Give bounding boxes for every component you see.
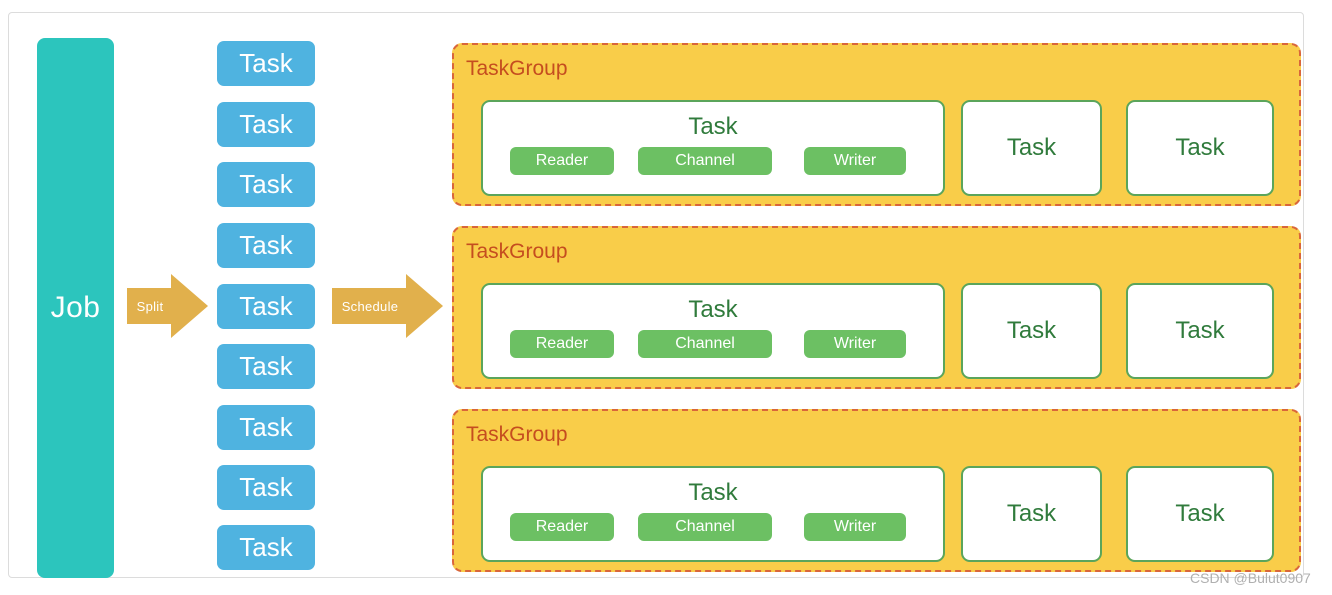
task-group-3: TaskGroup Task Reader Channel Writer Tas…: [452, 409, 1301, 572]
job-label: Job: [50, 291, 101, 324]
task-group-1: TaskGroup Task Reader Channel Writer Tas…: [452, 43, 1301, 206]
task-node-1: Task: [217, 41, 315, 86]
split-arrow: Split: [127, 274, 208, 338]
task-group-1-side-task-1: Task: [961, 100, 1102, 196]
task-node-7: Task: [217, 405, 315, 450]
task-group-2-side-task-1: Task: [961, 283, 1102, 379]
task-group-1-main-task: Task Reader Channel Writer: [481, 100, 945, 196]
task-group-1-side-task-2: Task: [1126, 100, 1274, 196]
schedule-arrow: Schedule: [332, 274, 443, 338]
main-task-title: Task: [688, 479, 738, 506]
task-group-1-title: TaskGroup: [466, 57, 568, 80]
task-node-9: Task: [217, 525, 315, 570]
diagram-frame: Job Split Task Task Task Task Task Task …: [8, 12, 1304, 578]
channel-component: Channel: [638, 147, 772, 175]
task-group-3-side-task-1: Task: [961, 466, 1102, 562]
writer-component: Writer: [804, 330, 906, 358]
reader-component: Reader: [510, 147, 614, 175]
task-node-3: Task: [217, 162, 315, 207]
task-group-3-side-task-2: Task: [1126, 466, 1274, 562]
reader-component: Reader: [510, 513, 614, 541]
schedule-arrow-head-icon: [406, 274, 443, 338]
job-block: Job: [37, 38, 114, 578]
task-node-8: Task: [217, 465, 315, 510]
task-group-2: TaskGroup Task Reader Channel Writer Tas…: [452, 226, 1301, 389]
main-task-title: Task: [688, 296, 738, 323]
task-group-2-side-task-2: Task: [1126, 283, 1274, 379]
task-group-2-main-task: Task Reader Channel Writer: [481, 283, 945, 379]
schedule-arrow-stem: Schedule: [332, 288, 408, 324]
channel-component: Channel: [638, 330, 772, 358]
schedule-arrow-label: Schedule: [341, 298, 399, 314]
watermark: CSDN @Bulut0907: [1190, 570, 1311, 586]
task-node-6: Task: [217, 344, 315, 389]
task-node-2: Task: [217, 102, 315, 147]
writer-component: Writer: [804, 513, 906, 541]
task-group-2-title: TaskGroup: [466, 240, 568, 263]
reader-component: Reader: [510, 330, 614, 358]
main-task-title: Task: [688, 113, 738, 140]
task-group-3-main-task: Task Reader Channel Writer: [481, 466, 945, 562]
split-arrow-stem: Split: [127, 288, 173, 324]
split-arrow-head-icon: [171, 274, 208, 338]
task-group-3-title: TaskGroup: [466, 423, 568, 446]
channel-component: Channel: [638, 513, 772, 541]
split-arrow-label: Split: [136, 298, 164, 314]
task-node-5: Task: [217, 284, 315, 329]
task-node-4: Task: [217, 223, 315, 268]
writer-component: Writer: [804, 147, 906, 175]
